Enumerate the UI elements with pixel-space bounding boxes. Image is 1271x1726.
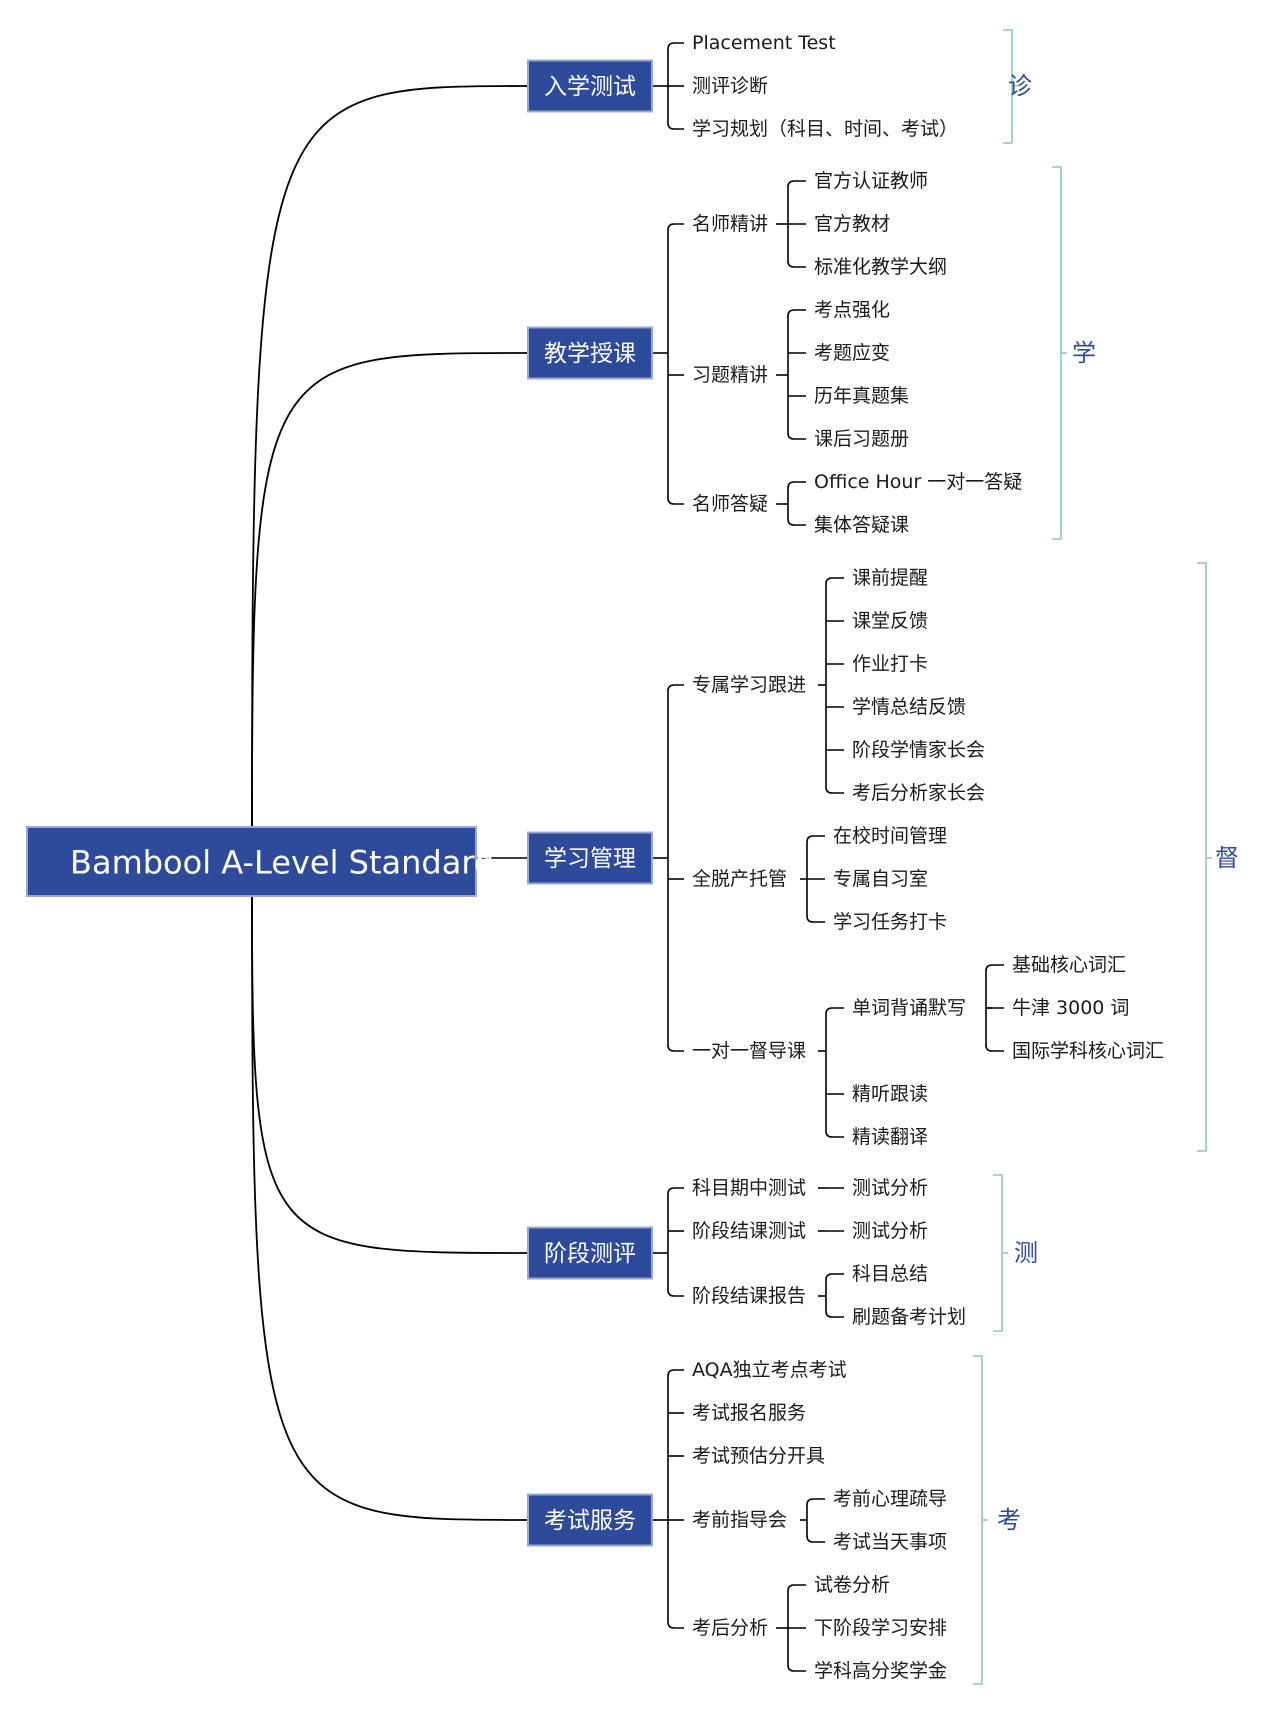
branch-0-item-2: 学习规划（科目、时间、考试） — [692, 118, 958, 140]
branch-4-item-0: AQA独立考点考试 — [692, 1359, 847, 1381]
branch-1-item-2-children-bracket — [787, 481, 806, 526]
branch-4-bracket — [667, 1369, 684, 1629]
branch-2-item-2: 一对一督导课 — [692, 1040, 806, 1062]
branch-4-item-3: 考前指导会 — [692, 1509, 787, 1531]
branch-3-item-2: 阶段结课报告 — [692, 1285, 806, 1307]
root-to-branch-0 — [251, 85, 529, 828]
branch-box-1 — [527, 326, 653, 380]
branch-box-0 — [527, 59, 653, 113]
branch-4-item-3-child-0: 考前心理疏导 — [833, 1488, 947, 1510]
branch-3-item-0-child-0: 测试分析 — [852, 1177, 928, 1199]
branch-label-4: 考试服务 — [544, 1508, 636, 1534]
root-node-label: Bambool A-Level Standard — [70, 844, 494, 882]
branch-3-item-1-child-0: 测试分析 — [852, 1220, 928, 1242]
branch-4-item-4-child-0: 试卷分析 — [814, 1574, 890, 1596]
root-to-branch-1 — [251, 352, 529, 828]
branch-1-item-0: 名师精讲 — [692, 213, 768, 235]
category-bracket-2 — [1197, 562, 1212, 1152]
branch-2-item-1: 全脱产托管 — [692, 868, 787, 890]
category-bracket-3 — [993, 1174, 1008, 1332]
branch-2-item-0: 专属学习跟进 — [692, 674, 806, 696]
branch-1-item-1: 习题精讲 — [692, 364, 768, 386]
branch-2-item-2-child-0-grandchild-0: 基础核心词汇 — [1012, 954, 1126, 976]
category-bracket-4 — [973, 1355, 988, 1685]
category-tag-1: 学 — [1072, 339, 1096, 367]
branch-1-item-1-child-0: 考点强化 — [814, 299, 890, 321]
branch-3-item-2-child-1: 刷题备考计划 — [852, 1306, 966, 1328]
branch-0-item-0: Placement Test — [692, 32, 836, 54]
branch-4-item-1: 考试报名服务 — [692, 1402, 806, 1424]
branch-label-2: 学习管理 — [544, 846, 636, 872]
branch-1-item-0-child-0: 官方认证教师 — [814, 170, 928, 192]
branch-1-item-1-child-2: 历年真题集 — [814, 385, 909, 407]
branch-2-item-0-child-3: 学情总结反馈 — [852, 696, 966, 718]
branch-2-item-0-child-2: 作业打卡 — [852, 653, 928, 675]
branch-2-item-0-children-bracket — [825, 577, 844, 794]
branch-4-item-4: 考后分析 — [692, 1617, 768, 1639]
branch-2-item-1-child-1: 专属自习室 — [833, 868, 928, 890]
category-tag-4: 考 — [997, 1506, 1021, 1534]
branch-2-bracket — [667, 684, 684, 1052]
branch-4-item-4-child-1: 下阶段学习安排 — [814, 1617, 947, 1639]
branch-2-item-2-child-0: 单词背诵默写 — [852, 997, 966, 1019]
category-bracket-0 — [1003, 29, 1018, 144]
branch-box-2 — [527, 831, 653, 885]
branch-4-item-3-child-1: 考试当天事项 — [833, 1531, 947, 1553]
branch-3-item-0: 科目期中测试 — [692, 1177, 806, 1199]
branch-box-3 — [527, 1226, 653, 1280]
root-to-branch-3 — [251, 895, 529, 1254]
branch-4-item-3-children-bracket — [806, 1498, 825, 1543]
branch-2-item-2-child-1: 精听跟读 — [852, 1083, 928, 1105]
branch-0-item-1: 测评诊断 — [692, 75, 768, 97]
branch-2-item-0-child-1: 课堂反馈 — [852, 610, 928, 632]
branch-3-item-2-children-bracket — [825, 1273, 844, 1318]
category-tag-0: 诊 — [1008, 72, 1032, 100]
branch-1-item-0-child-2: 标准化教学大纲 — [814, 256, 947, 278]
branch-2-item-1-child-2: 学习任务打卡 — [833, 911, 947, 933]
root-to-branch-4 — [251, 895, 529, 1521]
branch-3-bracket — [667, 1187, 684, 1297]
branch-2-item-0-child-0: 课前提醒 — [852, 567, 928, 589]
root-node-box — [26, 826, 477, 897]
branch-2-item-2-child-0-grandchild-2: 国际学科核心词汇 — [1012, 1040, 1164, 1062]
branch-label-0: 入学测试 — [544, 74, 636, 100]
connector-lines — [251, 42, 1004, 1672]
branch-2-item-0-child-5: 考后分析家长会 — [852, 782, 985, 804]
category-tag-3: 测 — [1014, 1239, 1038, 1267]
branch-1-item-1-children-bracket — [787, 309, 806, 440]
branch-1-item-2: 名师答疑 — [692, 493, 768, 515]
category-bracket-1 — [1052, 166, 1067, 540]
branch-3-item-2-child-0: 科目总结 — [852, 1263, 928, 1285]
nodes: Bambool A-Level Standard 入学测试 Placement Te… — [26, 32, 1239, 1682]
branch-1-item-2-child-0: Office Hour 一对一答疑 — [814, 471, 1022, 493]
branch-1-bracket — [667, 223, 684, 505]
branch-4-item-2: 考试预估分开具 — [692, 1445, 825, 1467]
branch-2-item-2-child-0-grandchild-1: 牛津 3000 词 — [1012, 997, 1129, 1019]
branch-2-item-2-children-bracket — [825, 1007, 844, 1138]
branch-box-4 — [527, 1493, 653, 1547]
branch-label-1: 教学授课 — [544, 341, 636, 367]
branch-2-item-0-child-4: 阶段学情家长会 — [852, 739, 985, 761]
category-tag-2: 督 — [1215, 844, 1239, 872]
category-brackets — [973, 29, 1212, 1685]
branch-1-item-0-child-1: 官方教材 — [814, 213, 890, 235]
branch-label-3: 阶段测评 — [544, 1241, 636, 1267]
branch-1-item-1-child-1: 考题应变 — [814, 342, 890, 364]
branch-2-item-2-child-2: 精读翻译 — [852, 1126, 928, 1148]
branch-3-item-1: 阶段结课测试 — [692, 1220, 806, 1242]
branch-1-item-2-child-1: 集体答疑课 — [814, 514, 909, 536]
branch-2-item-1-child-0: 在校时间管理 — [833, 825, 947, 847]
branch-4-item-4-child-2: 学科高分奖学金 — [814, 1660, 947, 1682]
branch-1-item-1-child-3: 课后习题册 — [814, 428, 909, 450]
